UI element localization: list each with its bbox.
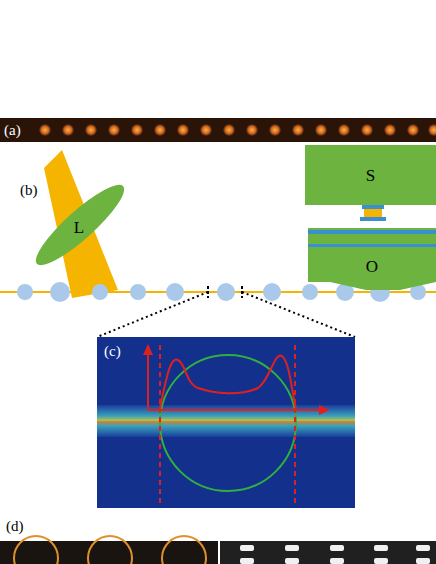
spectrometer-box	[305, 145, 436, 205]
panel-letter: (b)	[20, 183, 38, 198]
fluorescence-image	[0, 541, 218, 564]
scatter-image	[220, 541, 436, 564]
panel-letter: (c)	[104, 344, 121, 359]
objective-label: O	[308, 250, 436, 282]
spectrometer-label: S	[305, 145, 436, 205]
droplet-dots	[39, 124, 436, 136]
laser-cone	[44, 150, 118, 298]
zoom-line	[242, 292, 355, 337]
node-text: S	[366, 167, 375, 184]
objective-body	[308, 228, 436, 290]
node-text: L	[74, 219, 84, 236]
intensity-curve	[160, 356, 296, 408]
panel-letter: (a)	[4, 123, 21, 138]
droplet-outline	[160, 355, 296, 491]
lens-label: L	[62, 212, 96, 242]
droplet-strip	[0, 118, 436, 142]
node-text: O	[366, 258, 378, 275]
zoom-line	[97, 292, 208, 337]
field-image	[97, 337, 355, 508]
panel-letter: (d)	[6, 519, 24, 534]
lens-shape	[28, 176, 133, 274]
beam-band	[97, 405, 355, 437]
